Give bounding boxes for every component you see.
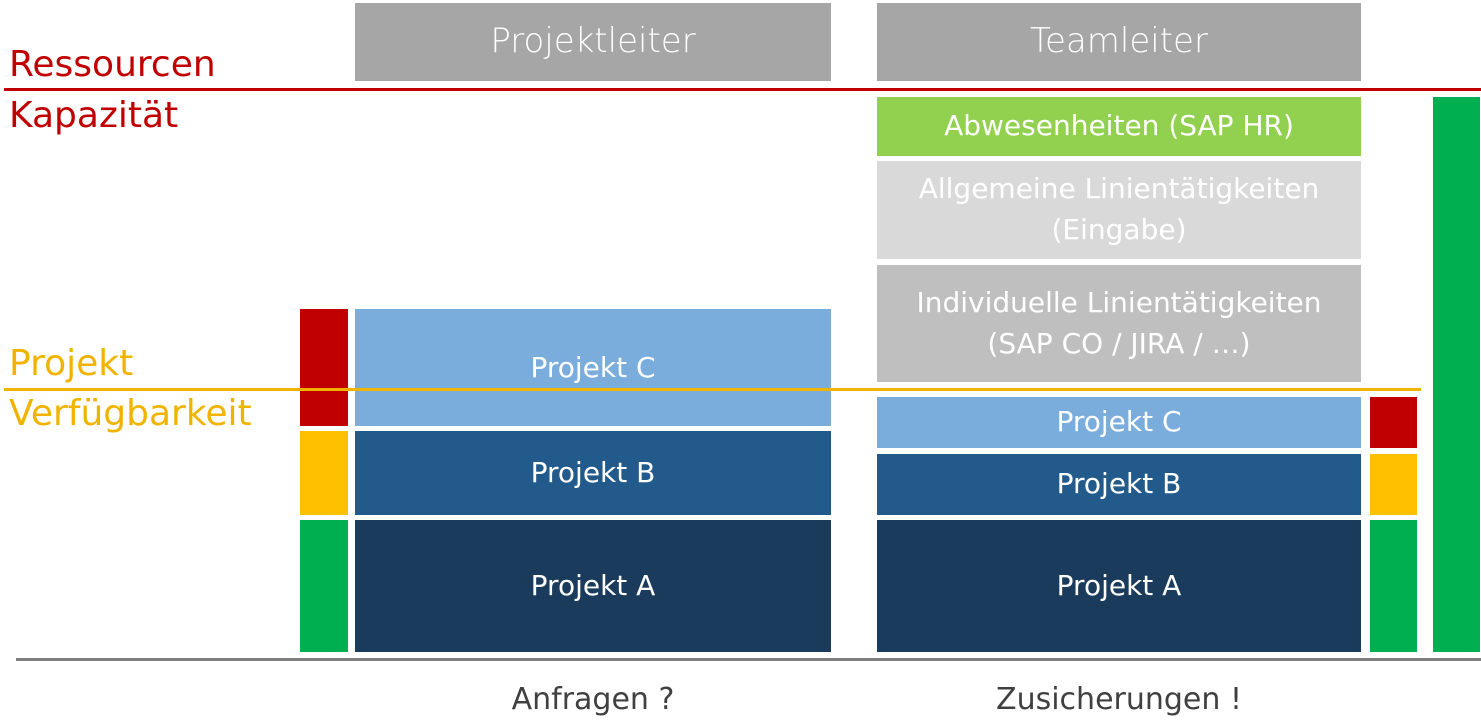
pl-status-red [300,309,348,426]
header-teamleiter: Teamleiter [877,3,1361,81]
capacity-bar [1433,97,1480,652]
label-kapazitaet: Kapazität [9,95,179,136]
footer-anfragen: Anfragen ? [511,682,675,717]
tl-general-tasks-block: Allgemeine Linientätigkeiten (Eingabe) [877,161,1361,259]
footer-zusicherungen: Zusicherungen ! [996,682,1242,717]
tl-general-tasks-line-2: (Eingabe) [1051,213,1187,246]
tl-individual-tasks-line-1: Individuelle Linientätigkeiten [916,285,1322,319]
tl-block-projekt-c: Projekt C [877,397,1361,448]
tl-individual-tasks-line-2: (SAP CO / JIRA / …) [987,326,1251,360]
pl-status-yellow [300,431,348,515]
tl-general-tasks-line-1: Allgemeine Linientätigkeiten [918,172,1320,206]
label-projekt: Projekt [9,343,134,384]
tl-block-projekt-b: Projekt B [877,454,1361,515]
label-verfuegbarkeit: Verfügbarkeit [9,393,252,434]
tl-block-projekt-a: Projekt A [877,520,1361,652]
pl-status-green [300,520,348,652]
capacity-line [4,88,1481,91]
pl-block-projekt-b: Projekt B [355,431,831,515]
availability-line [4,388,1421,391]
tl-status-red [1370,397,1417,448]
pl-block-projekt-c: Projekt C [355,309,831,426]
header-projektleiter: Projektleiter [355,3,831,81]
baseline [16,658,1481,661]
tl-status-yellow [1370,454,1417,515]
pl-block-projekt-a: Projekt A [355,520,831,652]
tl-absence-block: Abwesenheiten (SAP HR) [877,97,1361,156]
tl-status-green [1370,520,1417,652]
tl-individual-tasks-block: Individuelle Linientätigkeiten (SAP CO /… [877,265,1361,382]
label-ressourcen: Ressourcen [9,44,216,85]
